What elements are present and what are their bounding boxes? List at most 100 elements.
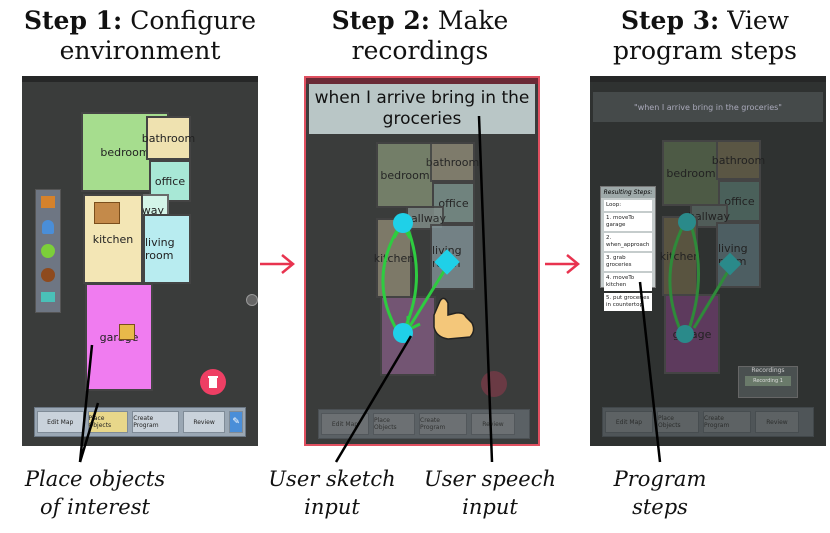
room-label-bedroom: bedroom <box>380 168 430 182</box>
caption-speech-line2: input <box>462 495 518 519</box>
program-step-row[interactable]: 3. grab groceries <box>604 253 652 271</box>
step2-title-line1: Make <box>437 6 509 35</box>
room-label-bathroom: bathroom <box>711 153 766 167</box>
recording-item[interactable]: Recording 1 <box>745 376 791 386</box>
room-label-kitchen: kitchen <box>92 232 134 246</box>
program-step-row[interactable]: 1. moveTo garage <box>604 213 652 231</box>
create-program-button[interactable]: Create Program <box>132 411 179 433</box>
caption-sketch: User sketch input <box>262 465 402 521</box>
speech-input-display: when I arrive bring in the groceries <box>309 84 535 134</box>
room-label-bedroom: bedroom <box>100 145 150 159</box>
room-label-office: office <box>154 174 186 188</box>
step3-bold: Step 3: <box>620 6 720 35</box>
program-path-overlay <box>668 213 742 343</box>
tablet-step2: when I arrive bring in the groceries bed… <box>304 76 540 446</box>
basket-icon[interactable] <box>41 292 55 302</box>
room-label-bedroom: bedroom <box>666 166 716 180</box>
step1-title-line2: environment <box>59 36 221 65</box>
plant-icon[interactable] <box>41 244 55 258</box>
record-button[interactable] <box>481 371 507 397</box>
room-label-bathroom: bathroom <box>425 155 480 169</box>
person-icon[interactable] <box>42 220 54 234</box>
step1-title: Step 1: Configure environment <box>20 6 260 66</box>
room-label-hallway: hallway <box>403 211 447 225</box>
teddy-bear-icon[interactable] <box>41 268 55 282</box>
speech-display-dimmed: "when I arrive bring in the groceries" <box>593 92 823 122</box>
delete-button[interactable] <box>200 369 226 395</box>
room-label-hallway: hallway <box>687 209 731 223</box>
place-objects-button[interactable]: Place Objects <box>373 413 415 435</box>
step3-title: Step 3: View program steps <box>585 6 825 66</box>
sketch-overlay <box>381 220 448 333</box>
hand-pointer-icon <box>433 297 475 340</box>
edit-map-label: Edit Map <box>47 418 74 426</box>
status-bar <box>590 76 826 82</box>
room-bedroom: bedroom <box>662 140 720 206</box>
caption-program: Program steps <box>600 465 720 521</box>
status-bar <box>22 76 258 82</box>
object-palette <box>35 189 61 313</box>
room-label-kitchen: kitchen <box>659 249 701 263</box>
settings-button[interactable]: ✎ <box>229 411 243 433</box>
step2-title: Step 2: Make recordings <box>300 6 540 66</box>
room-bedroom: bedroom <box>376 142 434 208</box>
review-button[interactable]: Review <box>182 411 226 433</box>
step1-bold: Step 1: <box>23 6 123 35</box>
step2-title-line2: recordings <box>351 36 489 65</box>
room-garage <box>380 296 436 376</box>
room-bathroom: bathroom <box>712 140 765 180</box>
create-program-button[interactable]: Create Program <box>703 411 751 433</box>
waypoint-start[interactable] <box>393 213 413 233</box>
room-label-bathroom: bathroom <box>141 131 196 145</box>
review-button[interactable]: Review <box>755 411 799 433</box>
step1-title-line1: Configure <box>130 6 257 35</box>
room-bathroom: bathroom <box>142 116 195 160</box>
room-label-living-room: living room <box>145 236 175 262</box>
caption-speech: User speech input <box>420 465 560 521</box>
bottom-toolbar: Edit Map Place Objects Create Program Re… <box>34 407 246 437</box>
room-label-office: office <box>438 196 469 210</box>
waypoint-end[interactable] <box>393 323 413 343</box>
edit-map-button[interactable]: Edit Map <box>321 413 369 435</box>
place-objects-label: Place Objects <box>88 415 112 429</box>
place-objects-button[interactable]: Place Objects <box>657 411 699 433</box>
caption-speech-line1: User speech <box>424 467 556 491</box>
room-label-office: office <box>724 194 755 208</box>
create-program-label: Create Program <box>420 417 446 431</box>
review-label: Review <box>482 420 504 428</box>
program-step-row[interactable]: 2. when_approach <box>604 233 652 251</box>
review-button[interactable]: Review <box>471 413 515 435</box>
caption-program-line1: Program <box>613 467 707 491</box>
program-step-row[interactable]: 5. put groceries in countertop <box>604 293 652 311</box>
tablet-step3: "when I arrive bring in the groceries" b… <box>590 76 826 446</box>
program-steps-header: Resulting Steps: <box>601 187 655 198</box>
arrow-step2-to-step3 <box>545 254 580 274</box>
review-label: Review <box>193 418 215 426</box>
status-bar <box>306 78 538 84</box>
caption-place-objects-line2: of interest <box>40 495 150 519</box>
create-program-button[interactable]: Create Program <box>419 413 467 435</box>
trash-icon <box>208 376 218 388</box>
caption-place-objects-line1: Place objects <box>24 467 166 491</box>
edit-map-label: Edit Map <box>615 418 643 426</box>
program-step-row[interactable]: Loop: <box>604 200 652 211</box>
room-living-room: living room <box>143 214 191 284</box>
edit-map-button[interactable]: Edit Map <box>605 411 653 433</box>
caption-sketch-line2: input <box>304 495 360 519</box>
shelf-object-icon[interactable] <box>94 202 120 224</box>
program-steps-panel: Resulting Steps: Loop: 1. moveTo garage … <box>600 186 656 311</box>
place-objects-label: Place Objects <box>658 415 681 429</box>
pen-icon[interactable] <box>246 294 258 306</box>
wrench-icon: ✎ <box>232 417 240 427</box>
groceries-object-icon[interactable] <box>119 324 135 340</box>
cabinet-icon[interactable] <box>41 196 55 208</box>
place-objects-button[interactable]: Place Objects <box>87 411 129 433</box>
review-label: Review <box>766 418 788 426</box>
caption-sketch-line1: User sketch <box>268 467 396 491</box>
recordings-title: Recordings <box>751 367 785 374</box>
speech-text: when I arrive bring in the groceries <box>314 88 530 129</box>
room-office: office <box>432 182 475 224</box>
step3-title-line1: View <box>727 6 790 35</box>
place-objects-label: Place Objects <box>374 417 397 431</box>
